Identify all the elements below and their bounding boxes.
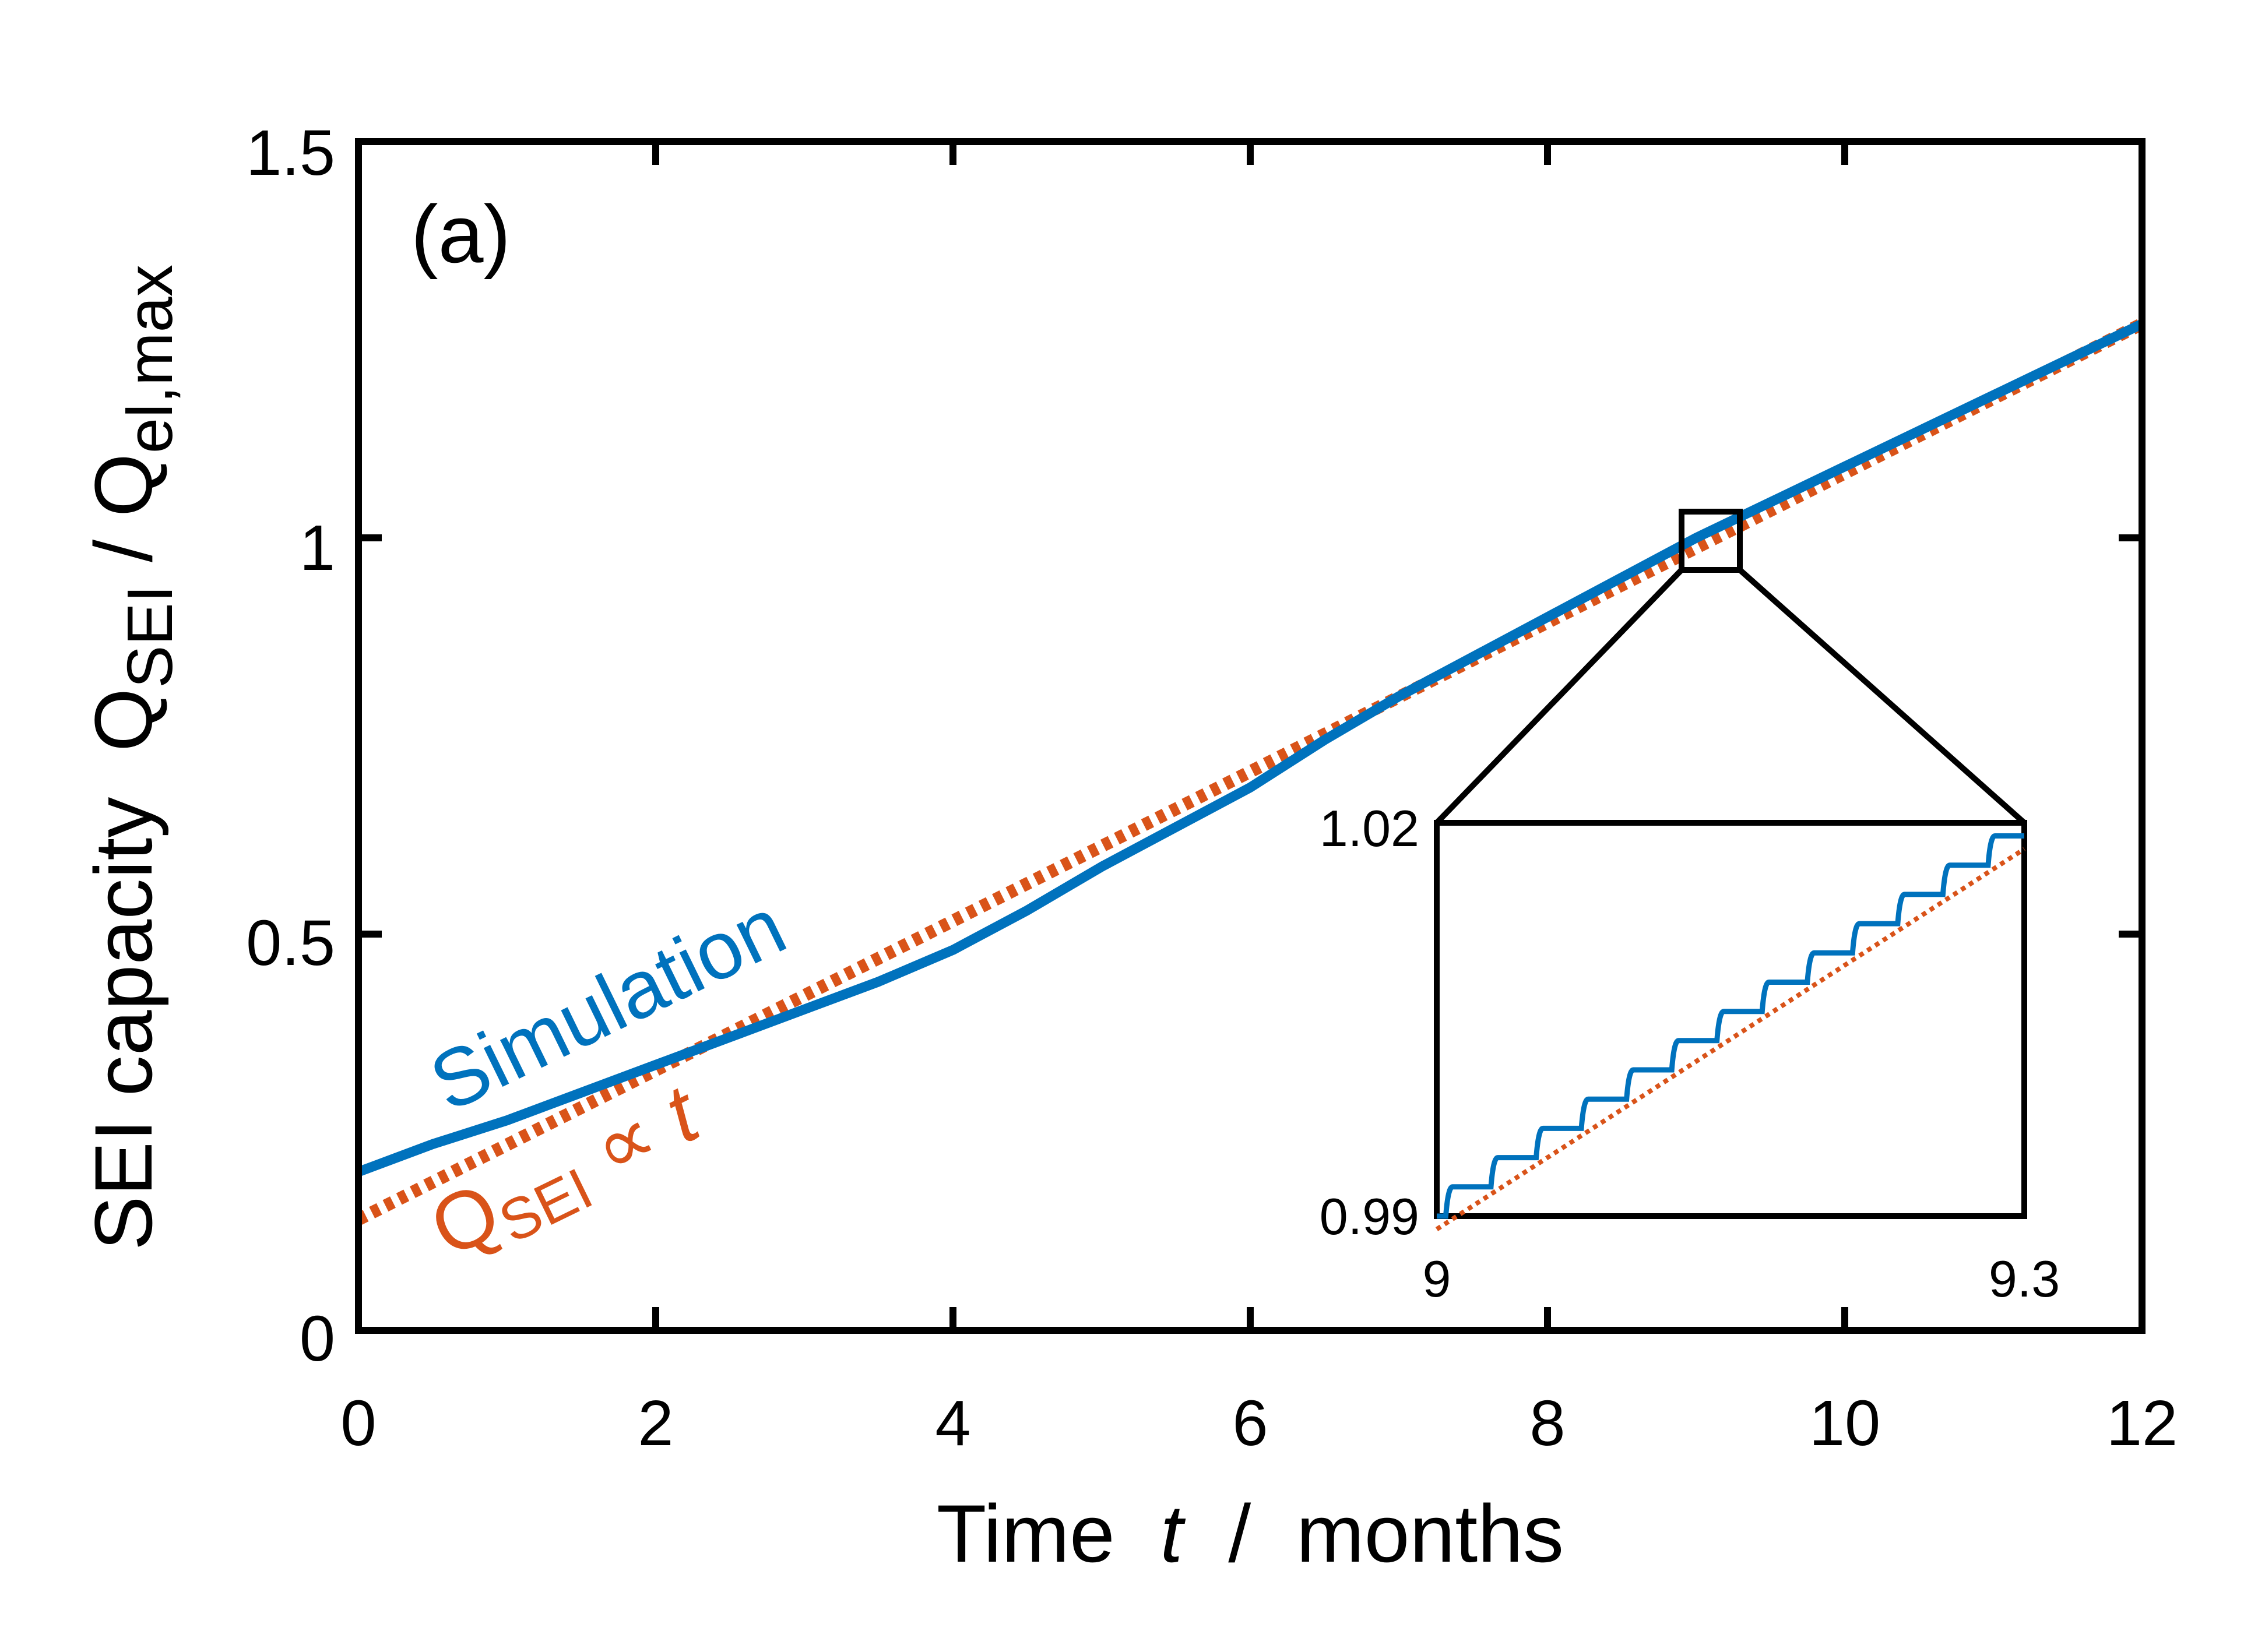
inset-series-simulation	[1437, 833, 2024, 1219]
x-tick-label: 4	[935, 1387, 970, 1459]
series-line-simulation	[357, 319, 2144, 1177]
inset-x-tick-label: 9	[1423, 1250, 1451, 1308]
panel-label: (a)	[411, 188, 511, 280]
axis-ticks	[355, 138, 2146, 1334]
x-axis-label: Time t / months	[937, 1488, 1564, 1579]
zoom-connector-left	[1434, 568, 1684, 825]
y-tick-label: 1.5	[246, 117, 335, 189]
inset-x-tick-label: 9.3	[1989, 1250, 2060, 1308]
inset-y-tick-label: 0.99	[1320, 1188, 1419, 1245]
y-tick-label: 0	[300, 1303, 335, 1375]
x-tick-label: 12	[2106, 1387, 2178, 1459]
inset: 1.02 0.99 9 9.3	[1320, 799, 2060, 1308]
y-tick-label: 1	[300, 512, 335, 584]
x-tick-label: 2	[638, 1387, 673, 1459]
y-axis-label: SEI capacity QSEI / Qel,max	[78, 265, 186, 1251]
x-tick-label: 10	[1809, 1387, 1880, 1459]
inset-y-tick-label: 1.02	[1320, 799, 1419, 857]
y-tick-label: 0.5	[246, 907, 335, 979]
x-tick-label: 6	[1232, 1387, 1268, 1459]
x-tick-label: 0	[340, 1387, 376, 1459]
zoom-connector-right	[1738, 568, 2027, 825]
x-tick-label: 8	[1529, 1387, 1565, 1459]
zoom-box	[1679, 509, 1743, 573]
